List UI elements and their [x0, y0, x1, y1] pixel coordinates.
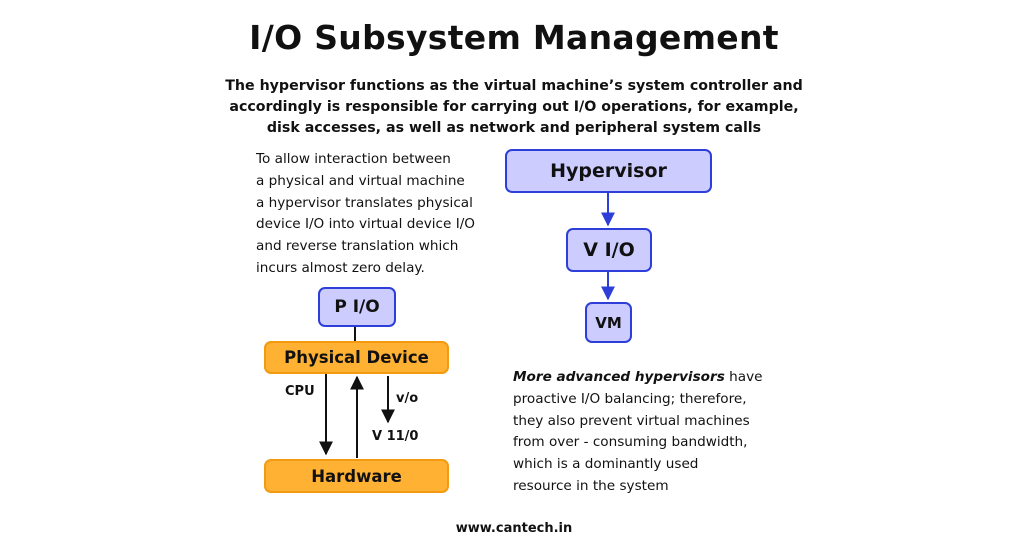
- right-text-rest: have: [724, 369, 763, 385]
- subtitle-line: accordingly is responsible for carrying …: [229, 99, 799, 115]
- vio-label: V I/O: [583, 239, 635, 261]
- right-text-line: which is a dominantly used: [513, 456, 699, 473]
- left-text-line: To allow interaction between: [256, 151, 451, 167]
- vio-box: V I/O: [566, 228, 652, 272]
- page-title: I/O Subsystem Management: [249, 18, 779, 57]
- hardware-label: Hardware: [311, 466, 402, 486]
- subtitle-line: disk accesses, as well as network and pe…: [266, 120, 762, 136]
- right-text-line: proactive I/O balancing; therefore,: [513, 390, 747, 407]
- subtitle: The hypervisor functions as the virtual …: [214, 76, 814, 139]
- hypervisor-box: Hypervisor: [505, 149, 712, 193]
- right-description: More advanced hypervisors have proactive…: [513, 367, 763, 498]
- left-description: To allow interaction between a physical …: [256, 149, 486, 280]
- right-text-line: from over - consuming bandwidth,: [513, 434, 748, 451]
- pio-label: P I/O: [334, 297, 380, 317]
- vm-label: VM: [595, 313, 622, 332]
- subtitle-line: The hypervisor functions as the virtual …: [225, 78, 803, 94]
- left-text-line: a physical and virtual machine: [256, 172, 465, 189]
- right-text-emphasis: More advanced hypervisors: [513, 369, 725, 385]
- right-text-line: More advanced hypervisors have: [513, 367, 763, 389]
- left-text-line: and reverse translation which: [256, 238, 459, 255]
- hardware-box: Hardware: [264, 459, 449, 493]
- v110-label: V 11/0: [372, 429, 419, 444]
- physical-device-box: Physical Device: [264, 341, 449, 374]
- physical-device-label: Physical Device: [284, 348, 429, 367]
- left-text-line: a hypervisor translates physical: [256, 194, 473, 211]
- footer-url: www.cantech.in: [455, 521, 573, 536]
- right-text-line: they also prevent virtual machines: [513, 412, 750, 429]
- right-text-line: resource in the system: [513, 477, 669, 494]
- pio-box: P I/O: [318, 287, 396, 327]
- left-text-line: incurs almost zero delay.: [256, 259, 425, 276]
- left-text-line: device I/O into virtual device I/O: [256, 216, 475, 233]
- hypervisor-label: Hypervisor: [550, 160, 667, 182]
- cpu-label: CPU: [285, 384, 315, 399]
- vm-box: VM: [585, 302, 632, 343]
- vo-label: v/o: [396, 391, 419, 406]
